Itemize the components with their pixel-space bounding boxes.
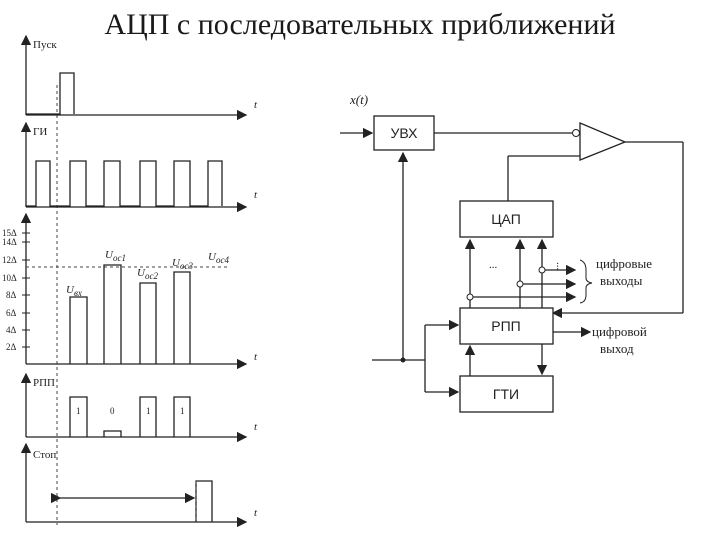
register-label: РПП: [491, 318, 520, 334]
register-panel: РПП t 1 0 1 1: [20, 372, 258, 443]
t-axis-label: t: [254, 99, 258, 111]
tick-label: 6Δ: [6, 308, 17, 318]
uoc2-pulse: [139, 282, 157, 364]
bit-pulse: [139, 396, 157, 437]
bit-pulse: [103, 430, 122, 437]
tick-label: 2Δ: [6, 342, 17, 352]
bit-label: 0: [110, 406, 115, 416]
t-axis-label: t: [254, 189, 258, 201]
clock-generator-label: ГТИ: [493, 386, 519, 402]
block-diagram: x(t) УВХ ЦАП РПП ГТИ ...: [340, 92, 684, 413]
uoc1-label: Uос1: [105, 249, 126, 263]
clock-pulses: [26, 160, 223, 207]
tick-label: 12Δ: [2, 255, 17, 265]
uin-pulse: [69, 296, 88, 364]
uoc3-label: Uос3: [172, 257, 193, 271]
bit-label: 1: [76, 406, 81, 416]
start-signal-label: Пуск: [33, 39, 57, 51]
digital-outputs-line1: цифровые: [596, 256, 652, 271]
bit-label: 1: [180, 406, 185, 416]
uoc4-label: Uос4: [208, 251, 229, 265]
stop-panel: Стоп t: [20, 442, 258, 528]
voltage-ticks: 15Δ 14Δ 12Δ 10Δ 8Δ 6Δ 4Δ 2Δ: [2, 228, 30, 352]
t-axis-label: t: [254, 507, 258, 519]
comparator-input-node: [572, 129, 580, 137]
bit-pulse: [69, 396, 88, 437]
start-panel: Пуск t: [20, 34, 258, 121]
comparator-triangle: [579, 122, 627, 161]
bit-label: 1: [146, 406, 151, 416]
t-axis-label: t: [254, 351, 258, 363]
tick-label: 14Δ: [2, 237, 17, 247]
sample-hold-label: УВХ: [391, 125, 419, 141]
tick-label: 8Δ: [6, 290, 17, 300]
clock-generator-block: [459, 375, 554, 413]
digital-output-label: цифровой выход: [592, 324, 650, 356]
start-pulse: [26, 72, 75, 115]
dac-block: [459, 200, 554, 238]
tick-label: 10Δ: [2, 273, 17, 283]
register-block: [459, 307, 554, 345]
uoc1-pulse: [103, 264, 122, 364]
clock-panel: ГИ t: [20, 121, 258, 213]
outputs-brace: [579, 259, 593, 304]
bus-ellipsis: ...: [489, 259, 498, 271]
bus-ellipsis-vertical: ...: [554, 262, 566, 271]
digital-outputs-label: цифровые выходы: [596, 256, 655, 288]
tick-label: 4Δ: [6, 325, 17, 335]
sample-hold-block: [373, 115, 435, 151]
voltage-panel: t 15Δ 14Δ 12Δ 10Δ 8Δ 6Δ 4Δ 2Δ: [2, 212, 258, 370]
digital-outputs-line2: выходы: [600, 273, 643, 288]
stop-signal-label: Стоп: [33, 449, 56, 461]
bit-pulse: [173, 396, 191, 437]
register-signal-label: РПП: [33, 377, 55, 389]
uin-label: Uвх: [66, 284, 82, 298]
stop-pulse: [195, 480, 213, 522]
tick-label: 15Δ: [2, 228, 17, 238]
uoc2-label: Uос2: [137, 267, 158, 281]
timing-diagrams: Пуск t ГИ t t: [2, 34, 258, 528]
clock-signal-label: ГИ: [33, 126, 47, 138]
slide-title: АЦП с последовательных приближений: [104, 8, 616, 41]
uoc3-pulse: [173, 271, 191, 364]
input-signal-label: x(t): [349, 92, 368, 107]
dac-label: ЦАП: [491, 211, 521, 227]
t-axis-label: t: [254, 421, 258, 433]
